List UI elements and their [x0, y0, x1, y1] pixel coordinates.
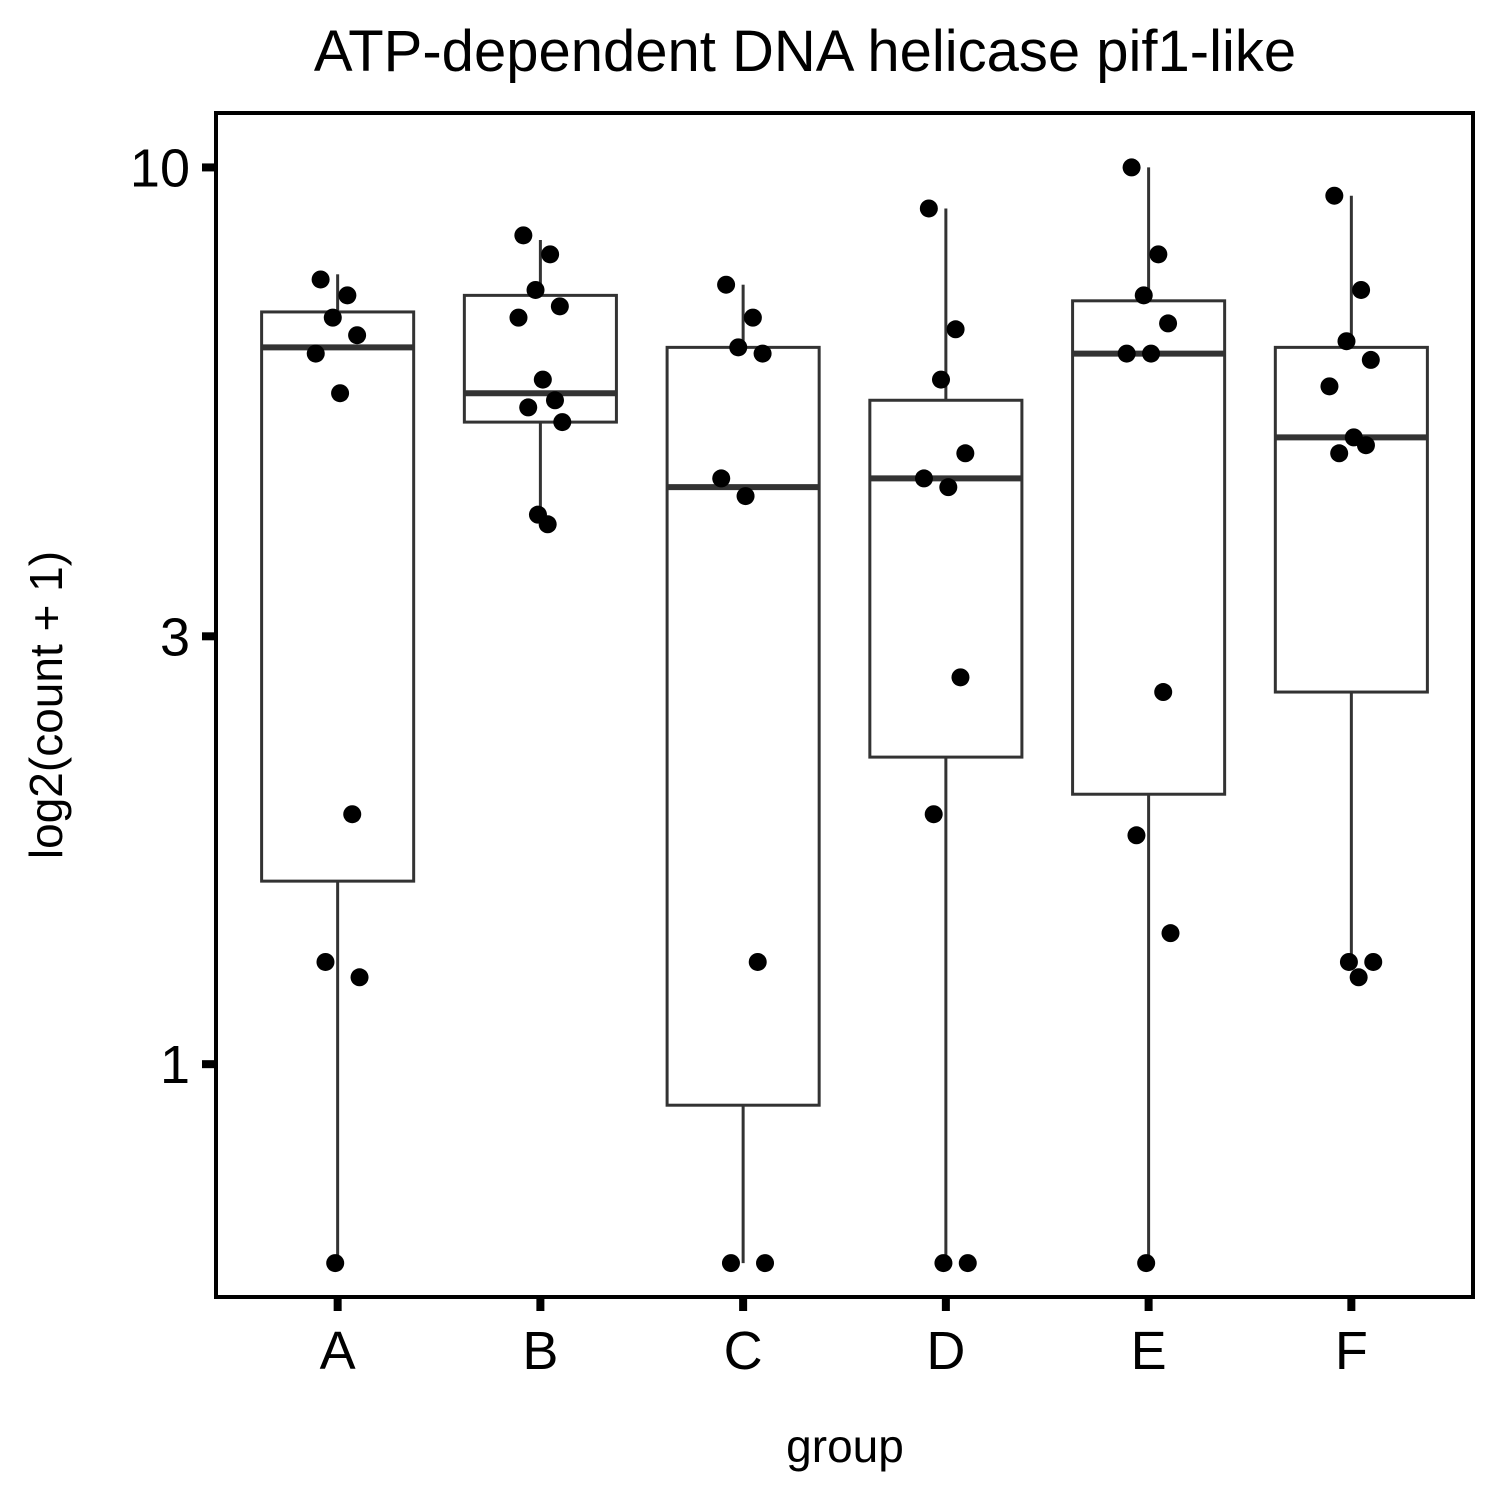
boxes-layer [260, 167, 1429, 1264]
y-tick-label: 3 [160, 607, 190, 667]
data-point [350, 968, 369, 987]
data-point [1122, 158, 1141, 177]
data-point [1361, 350, 1380, 369]
data-point [924, 805, 943, 824]
data-point [1337, 332, 1356, 351]
data-point [1330, 444, 1349, 463]
data-point [1127, 826, 1146, 845]
data-point [951, 668, 970, 687]
box-iqr [1071, 299, 1227, 796]
y-axis-title: log2(count + 1) [20, 551, 72, 859]
data-point [1325, 186, 1344, 205]
data-point [717, 275, 736, 294]
data-point [306, 344, 325, 363]
box-iqr [1273, 345, 1429, 694]
data-point [1356, 436, 1375, 455]
data-point [1349, 968, 1368, 987]
x-tick-label: C [724, 1321, 763, 1381]
data-point [1352, 280, 1371, 299]
data-point [316, 952, 335, 971]
data-point [326, 1254, 345, 1273]
y-tick-label: 10 [130, 138, 190, 198]
data-point [1137, 1254, 1156, 1273]
plot-panel-border [214, 111, 1475, 1299]
data-point [932, 370, 951, 389]
box-iqr [868, 398, 1024, 759]
x-axis: A B C D E F [320, 1297, 1368, 1381]
y-axis: 1 3 10 [130, 138, 216, 1095]
data-point [331, 384, 350, 403]
data-point [1117, 344, 1136, 363]
data-point [514, 226, 533, 245]
data-point [1154, 683, 1173, 702]
x-tick-label: F [1335, 1321, 1368, 1381]
data-point [934, 1254, 953, 1273]
data-point [541, 245, 560, 264]
data-point [914, 469, 933, 488]
data-point [1161, 924, 1180, 943]
data-point [509, 308, 528, 327]
points-layer [306, 158, 1383, 1273]
data-point [553, 413, 572, 432]
data-point [753, 344, 772, 363]
data-point [946, 320, 965, 339]
data-point [721, 1254, 740, 1273]
data-point [526, 280, 545, 299]
data-point [1149, 245, 1168, 264]
data-point [1134, 286, 1153, 305]
data-point [348, 326, 367, 345]
box-iqr [665, 345, 821, 1107]
data-point [1339, 952, 1358, 971]
x-tick-label: D [926, 1321, 965, 1381]
x-tick-label: E [1131, 1321, 1167, 1381]
box-iqr [260, 310, 416, 883]
data-point [729, 338, 748, 357]
data-point [1142, 344, 1161, 363]
data-point [338, 286, 357, 305]
data-point [323, 308, 342, 327]
data-point [545, 391, 564, 410]
y-tick-label: 1 [160, 1035, 190, 1095]
data-point [343, 805, 362, 824]
data-point [958, 1254, 977, 1273]
box-iqr [462, 293, 618, 424]
x-tick-label: B [522, 1321, 558, 1381]
data-point [919, 199, 938, 218]
data-point [538, 515, 557, 534]
data-point [550, 297, 569, 316]
data-point [939, 478, 958, 497]
data-point [519, 398, 538, 417]
data-point [1320, 377, 1339, 396]
data-point [533, 370, 552, 389]
data-point [736, 487, 755, 506]
data-point [712, 469, 731, 488]
data-point [956, 444, 975, 463]
data-point [1159, 314, 1178, 333]
x-tick-label: A [320, 1321, 356, 1381]
data-point [756, 1254, 775, 1273]
data-point [748, 952, 767, 971]
data-point [1364, 952, 1383, 971]
data-point [743, 308, 762, 327]
data-point [311, 270, 330, 289]
chart-title: ATP-dependent DNA helicase pif1-like [314, 19, 1296, 84]
x-axis-title: group [786, 1420, 904, 1472]
